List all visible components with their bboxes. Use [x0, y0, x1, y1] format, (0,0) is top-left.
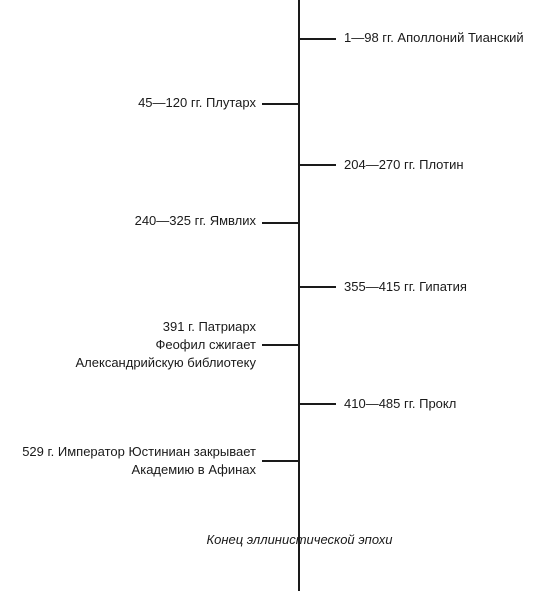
event-label-line: 410—485 гг. Прокл — [344, 396, 457, 411]
event-label-line: Феофил сжигает — [155, 337, 256, 352]
event-label: 1—98 гг. Аполлоний Тианский — [344, 29, 524, 47]
event-label-line: 529 г. Император Юстиниан закрывает — [22, 444, 256, 459]
end-label: Конец эллинистической эпохи — [206, 532, 393, 547]
event-label: 529 г. Император Юстиниан закрывает Акад… — [22, 443, 256, 479]
event-label-line: Академию в Афинах — [131, 462, 256, 477]
event-label: 45—120 гг. Плутарх — [138, 94, 256, 112]
event-tick — [262, 344, 298, 346]
event-tick — [300, 286, 336, 288]
event-label: 410—485 гг. Прокл — [344, 395, 456, 413]
event-tick — [262, 460, 298, 462]
event-label: 391 г. Патриарх Феофил сжигает Александр… — [76, 318, 257, 372]
event-label-line: Александрийскую библиотеку — [75, 355, 257, 370]
event-label-line: 204—270 гг. Плотин — [344, 157, 464, 172]
event-label: 240—325 гг. Ямвлих — [135, 212, 256, 230]
event-label-line: 45—120 гг. Плутарх — [138, 95, 256, 110]
event-label-line: 391 г. Патриарх — [162, 319, 256, 334]
event-tick — [262, 103, 298, 105]
event-label-line: 1—98 гг. Аполлоний Тианский — [344, 30, 524, 45]
event-tick — [262, 222, 298, 224]
event-tick — [300, 38, 336, 40]
event-label-line: 240—325 гг. Ямвлих — [134, 213, 256, 228]
event-label-line: 355—415 гг. Гипатия — [344, 279, 467, 294]
timeline-axis — [298, 0, 300, 591]
event-tick — [300, 403, 336, 405]
event-label: 204—270 гг. Плотин — [344, 156, 464, 174]
event-tick — [300, 164, 336, 166]
event-label: 355—415 гг. Гипатия — [344, 278, 467, 296]
